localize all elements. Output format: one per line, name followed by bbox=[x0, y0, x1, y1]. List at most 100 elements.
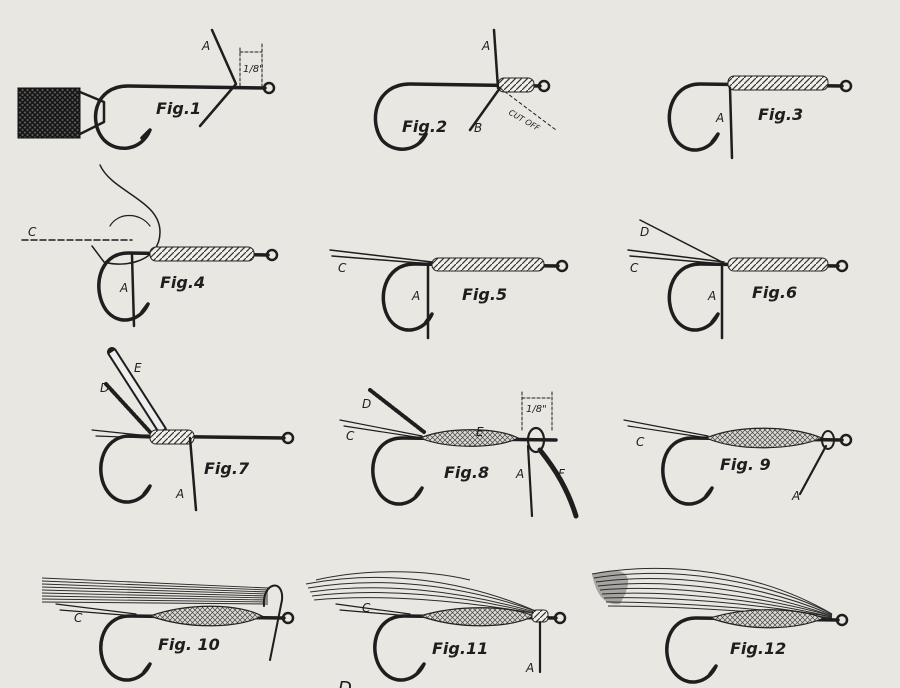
tinsel-D bbox=[639, 219, 723, 263]
thread-A bbox=[198, 28, 238, 128]
thread-wraps bbox=[727, 257, 829, 272]
fig-label: Fig.12 bbox=[730, 639, 786, 658]
letter-A: A bbox=[481, 39, 490, 53]
thread-A bbox=[492, 28, 500, 90]
figure-1: A 1/8" Fig.1 bbox=[17, 28, 276, 150]
hook-11 bbox=[373, 614, 558, 682]
hook-eye bbox=[553, 611, 567, 625]
hook-1 bbox=[93, 84, 267, 150]
fig-label: Fig.1 bbox=[156, 99, 201, 118]
figure-12: Fig.12 bbox=[591, 567, 849, 684]
fig-label: Fig. 10 bbox=[158, 635, 220, 654]
hook-12 bbox=[665, 616, 840, 684]
tinsel-D bbox=[368, 388, 426, 434]
letter-A: A bbox=[515, 467, 524, 481]
hook-6 bbox=[667, 262, 840, 332]
fig-label: Fig. 9 bbox=[720, 455, 771, 474]
letter-A: A bbox=[201, 39, 210, 53]
thread-loop bbox=[821, 430, 835, 450]
tinsel-D bbox=[104, 382, 152, 434]
hook-8 bbox=[371, 436, 558, 506]
floss-F bbox=[537, 447, 579, 519]
hook-9 bbox=[661, 436, 844, 506]
thread-A bbox=[798, 444, 828, 496]
letter-A: A bbox=[525, 661, 534, 675]
thread-wraps bbox=[431, 257, 545, 272]
fig-label: Fig.2 bbox=[402, 117, 447, 136]
letter-E: E bbox=[134, 361, 142, 375]
measure-bracket bbox=[521, 391, 553, 431]
thread-wraps bbox=[497, 77, 535, 93]
feather-C bbox=[627, 249, 725, 265]
thread-A bbox=[526, 444, 534, 518]
fig-label: Fig.11 bbox=[432, 639, 488, 658]
fig-label: Fig.8 bbox=[444, 463, 489, 482]
hook-7 bbox=[99, 434, 286, 504]
tinsel-body bbox=[148, 605, 264, 627]
hook-eye bbox=[281, 431, 295, 445]
hook-eye bbox=[835, 259, 849, 273]
feather-C bbox=[339, 419, 423, 439]
thread-A bbox=[188, 436, 198, 512]
figure-8: D C E A F 1/8" Fig.8 bbox=[339, 388, 579, 519]
thread-wraps bbox=[149, 429, 195, 445]
feather-C bbox=[55, 603, 137, 617]
letter-D: D bbox=[362, 397, 371, 411]
letter-C: C bbox=[362, 601, 371, 615]
measure-label: 1/8" bbox=[526, 404, 547, 415]
hook-4 bbox=[97, 251, 270, 322]
fig-label: Fig.3 bbox=[758, 105, 803, 124]
feather-C bbox=[623, 419, 709, 439]
tinsel-body bbox=[708, 609, 826, 629]
feather-C bbox=[335, 603, 411, 617]
vise-jaw bbox=[17, 87, 81, 139]
floss-E-inner bbox=[109, 350, 165, 432]
wing-bundle bbox=[41, 577, 269, 605]
figure-5: C A Fig.5 bbox=[329, 249, 569, 340]
figure-11: C A Fig.11 bbox=[305, 571, 567, 682]
hook-5 bbox=[381, 262, 560, 332]
plate-caption: D bbox=[338, 678, 352, 688]
letter-A: A bbox=[715, 111, 724, 125]
wing-full bbox=[591, 567, 833, 619]
letter-D: D bbox=[100, 381, 109, 395]
figure-9: C A Fig. 9 bbox=[623, 419, 853, 506]
thread-loop bbox=[526, 426, 546, 454]
hook-eye bbox=[555, 259, 569, 273]
hook-3 bbox=[667, 82, 844, 152]
hook-eye bbox=[281, 611, 295, 625]
letter-A: A bbox=[119, 281, 128, 295]
letter-C: C bbox=[636, 435, 645, 449]
wound-body bbox=[418, 429, 520, 447]
letter-A: A bbox=[175, 487, 184, 501]
hook-eye bbox=[537, 79, 551, 93]
wing-shading bbox=[592, 570, 629, 605]
figure-7: E D A Fig.7 bbox=[91, 347, 295, 512]
letter-A: A bbox=[791, 489, 800, 503]
hook-eye bbox=[265, 248, 279, 262]
letter-A: A bbox=[411, 289, 420, 303]
letter-C: C bbox=[74, 611, 83, 625]
fig-label: Fig.5 bbox=[462, 285, 507, 304]
letter-C: C bbox=[346, 429, 355, 443]
thread-A bbox=[130, 253, 136, 328]
finger-outline bbox=[91, 164, 161, 265]
measure-bracket bbox=[239, 43, 263, 89]
letter-C: C bbox=[28, 225, 37, 239]
hook-10 bbox=[99, 614, 286, 682]
tinsel-body bbox=[704, 427, 824, 449]
hook-eye bbox=[839, 433, 853, 447]
thread-loop bbox=[262, 584, 284, 661]
thread-B bbox=[468, 86, 502, 132]
letter-C: C bbox=[338, 261, 347, 275]
tinsel-body bbox=[418, 607, 536, 627]
cut-off-note: CUT OFF bbox=[507, 108, 542, 133]
letter-B: B bbox=[474, 121, 482, 135]
figure-6: D C A Fig.6 bbox=[627, 219, 849, 340]
vise-jaw-tip bbox=[78, 90, 106, 136]
letter-C: C bbox=[630, 261, 639, 275]
hook-eye bbox=[262, 81, 276, 95]
figure-4: C A Fig.4 bbox=[21, 164, 279, 328]
cut-line bbox=[499, 87, 557, 131]
